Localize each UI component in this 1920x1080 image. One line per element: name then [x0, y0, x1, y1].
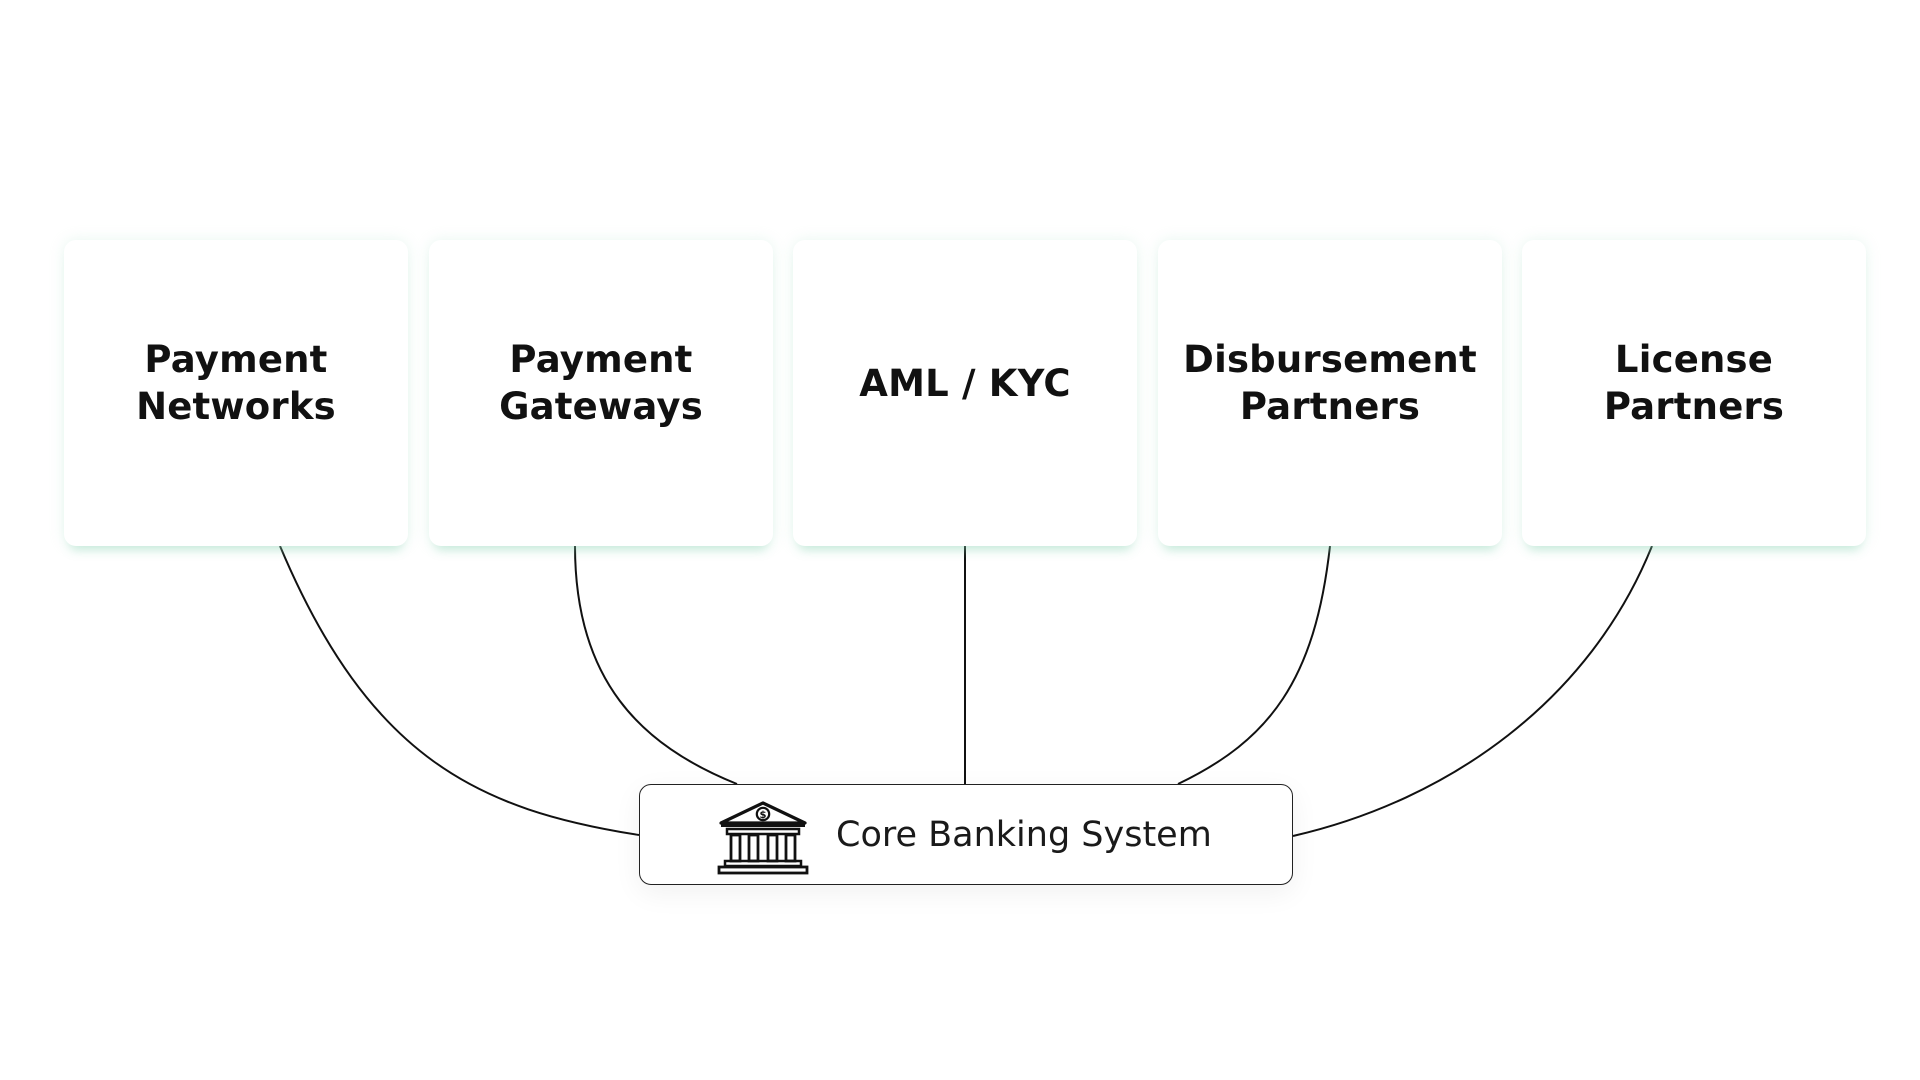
connector-disbursement-partners — [1177, 545, 1331, 785]
card-label: Payment Gateways — [499, 338, 703, 428]
card-label: Disbursement Partners — [1183, 338, 1477, 428]
card-label: License Partners — [1603, 338, 1785, 428]
connector-payment-gateways — [574, 545, 738, 785]
connector-license-partners — [1292, 545, 1653, 837]
card-label: Payment Networks — [136, 338, 336, 428]
card-license-partners: License Partners — [1522, 240, 1866, 546]
card-payment-networks: Payment Networks — [64, 240, 408, 546]
core-banking-system-box: $ Core Banking System — [639, 784, 1293, 885]
connector-payment-networks — [279, 545, 640, 836]
card-payment-gateways: Payment Gateways — [429, 240, 773, 546]
svg-text:$: $ — [760, 810, 767, 821]
bank-icon: $ — [717, 801, 809, 875]
card-label: AML / KYC — [859, 361, 1071, 405]
card-aml-kyc: AML / KYC — [793, 240, 1137, 546]
core-banking-system-label: Core Banking System — [836, 815, 1212, 855]
card-disbursement-partners: Disbursement Partners — [1158, 240, 1502, 546]
